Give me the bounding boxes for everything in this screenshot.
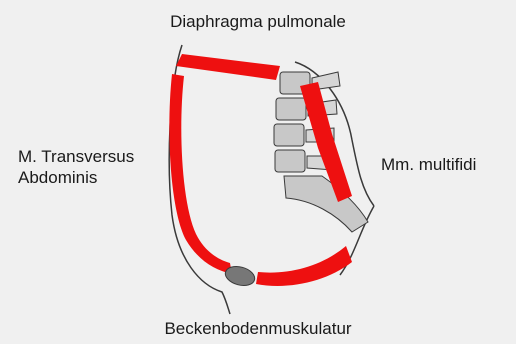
- sacrum: [284, 176, 368, 232]
- vertebra: [274, 124, 304, 146]
- label-diaphragma-pulmonale: Diaphragma pulmonale: [0, 11, 516, 32]
- vertebra: [276, 98, 306, 120]
- label-transversus-abdominis: M. Transversus Abdominis: [18, 146, 134, 188]
- label-beckenbodenmuskulatur: Beckenbodenmuskulatur: [0, 318, 516, 339]
- label-mm-multifidi: Mm. multifidi: [381, 154, 476, 175]
- muscle-bands: [169, 54, 352, 286]
- pelvic-floor-muscle: [256, 246, 352, 286]
- vertebra: [275, 150, 305, 172]
- label-line: Abdominis: [18, 167, 134, 188]
- label-line: M. Transversus: [18, 146, 134, 167]
- diaphragm-muscle: [176, 54, 280, 80]
